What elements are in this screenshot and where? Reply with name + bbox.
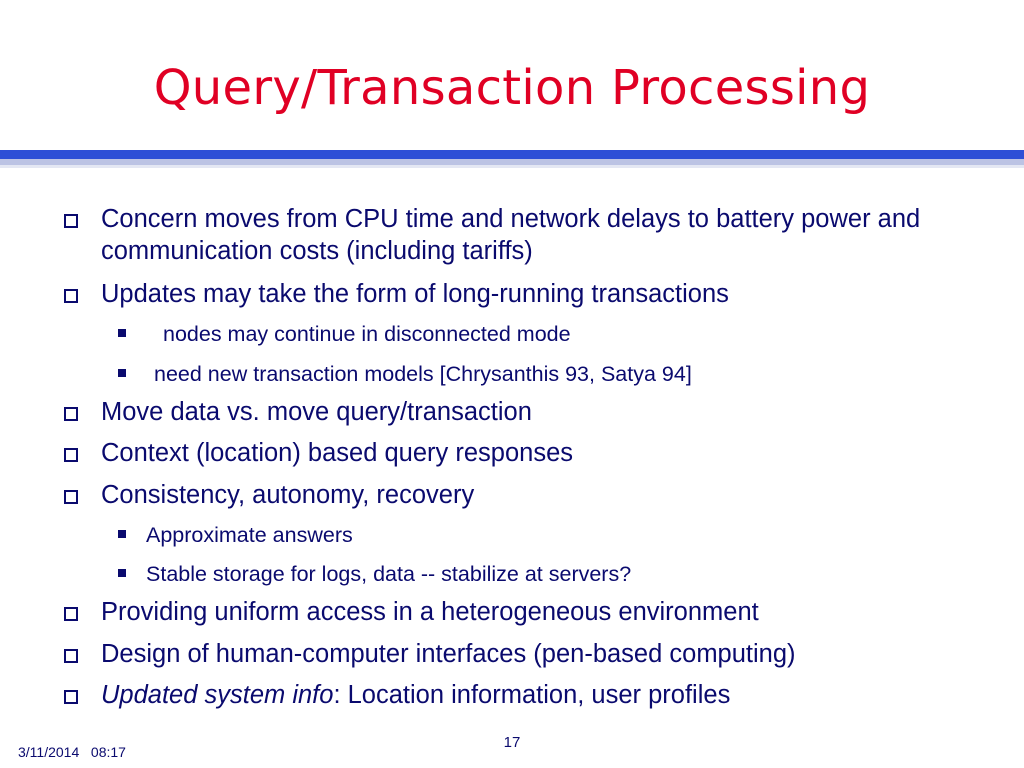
list-item-plain-text: : Location information, user profiles bbox=[333, 681, 731, 709]
hollow-square-bullet-icon bbox=[64, 214, 78, 228]
list-item-text: Updated system info: Location informatio… bbox=[101, 679, 981, 711]
title-divider-shadow bbox=[0, 159, 1024, 165]
filled-square-bullet-icon bbox=[118, 329, 126, 337]
filled-square-bullet-icon bbox=[118, 530, 126, 538]
list-item-italic-text: Updated system info bbox=[101, 681, 334, 709]
hollow-square-bullet-icon bbox=[64, 448, 78, 462]
filled-square-bullet-icon bbox=[118, 569, 126, 577]
hollow-square-bullet-icon bbox=[64, 490, 78, 504]
list-item-text: Consistency, autonomy, recovery bbox=[101, 481, 475, 509]
hollow-square-bullet-icon bbox=[64, 407, 78, 421]
list-item-text: need new transaction models [Chrysanthis… bbox=[154, 362, 692, 386]
list-item-text: Context (location) based query responses bbox=[101, 439, 574, 467]
hollow-square-bullet-icon bbox=[64, 607, 78, 621]
list-item-text: Move data vs. move query/transaction bbox=[101, 398, 532, 426]
list-item-text: Design of human-computer interfaces (pen… bbox=[101, 640, 796, 668]
footer-date: 3/11/2014 08:17 bbox=[18, 744, 126, 760]
page-number: 17 bbox=[503, 734, 521, 751]
list-item-text: Approximate answers bbox=[146, 523, 353, 547]
list-item-text: Updates may take the form of long-runnin… bbox=[101, 280, 729, 308]
hollow-square-bullet-icon bbox=[64, 289, 78, 303]
list-item-text: Providing uniform access in a heterogene… bbox=[101, 598, 759, 626]
filled-square-bullet-icon bbox=[118, 369, 126, 377]
hollow-square-bullet-icon bbox=[64, 690, 78, 704]
slide-title: Query/Transaction Processing bbox=[153, 60, 871, 116]
list-item-text: Concern moves from CPU time and network … bbox=[101, 205, 921, 265]
list-item-text: Stable storage for logs, data -- stabili… bbox=[146, 562, 632, 586]
list-item-text: nodes may continue in disconnected mode bbox=[163, 322, 571, 346]
title-divider-blue bbox=[0, 150, 1024, 159]
hollow-square-bullet-icon bbox=[64, 649, 78, 663]
title-divider-highlight bbox=[0, 165, 1024, 168]
